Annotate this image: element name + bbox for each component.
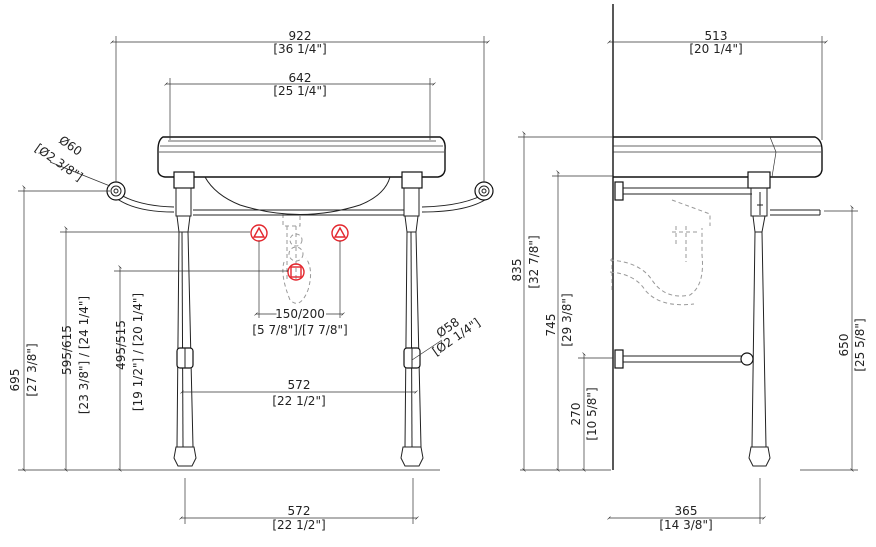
- leg-right: [400, 171, 424, 467]
- trap-marker: [287, 263, 305, 281]
- dim-height-towel-in: [25 5/8"]: [853, 318, 867, 371]
- dim-supply-spacing: 150/200: [275, 307, 325, 321]
- dim-height-total: 695: [8, 369, 22, 392]
- dim-leg-centers: 572: [288, 378, 311, 392]
- dim-depth: 513: [705, 29, 728, 43]
- dim-overall-width-in: [36 1/4"]: [273, 42, 326, 56]
- dim-height-trap: 495/515: [114, 320, 128, 370]
- dim-height-underside-in: [29 3/8"]: [560, 293, 574, 346]
- dim-height-towel: 650: [837, 334, 851, 357]
- front-elevation: 922 [36 1/4"] 642 [25 1/4"] Ø60 [Ø2 3/8"…: [8, 29, 494, 532]
- front-dimensions: 922 [36 1/4"] 642 [25 1/4"] Ø60 [Ø2 3/8"…: [8, 29, 490, 532]
- dim-depth-in: [20 1/4"]: [689, 42, 742, 56]
- towel-rails-front: [106, 181, 494, 216]
- side-elevation: 513 [20 1/4"] 835 [32 7/8"] 745 [29 3/8"…: [510, 4, 867, 532]
- dim-leg-depth: 365: [675, 504, 698, 518]
- dim-leg-centers-in: [22 1/2"]: [272, 394, 325, 408]
- dim-height-trap-in: [19 1/2"] / [20 1/4"]: [131, 293, 145, 411]
- dim-base-width-in: [22 1/2"]: [272, 518, 325, 532]
- dim-height-rim-in: [32 7/8"]: [527, 235, 541, 288]
- towel-rail-side: [614, 181, 821, 369]
- dim-basin-width-in: [25 1/4"]: [273, 84, 326, 98]
- basin-side: [609, 136, 823, 306]
- dim-height-drain: 595/615: [60, 325, 74, 375]
- dim-base-width: 572: [288, 504, 311, 518]
- supply-markers: [250, 224, 349, 281]
- dim-height-total-in: [27 3/8"]: [25, 343, 39, 396]
- dim-height-shelf-in: [10 5/8"]: [585, 387, 599, 440]
- dim-height-underside: 745: [544, 314, 558, 337]
- side-dimensions: 513 [20 1/4"] 835 [32 7/8"] 745 [29 3/8"…: [510, 29, 867, 532]
- dim-overall-width: 922: [289, 29, 312, 43]
- dim-supply-spacing-in: [5 7/8"]/[7 7/8"]: [252, 323, 347, 337]
- leg-left: [173, 171, 197, 467]
- leg-side: [747, 171, 771, 467]
- dim-height-drain-in: [23 3/8"] / [24 1/4"]: [77, 296, 91, 414]
- dim-basin-width: 642: [289, 71, 312, 85]
- dim-height-rim: 835: [510, 259, 524, 282]
- dim-height-shelf: 270: [569, 403, 583, 426]
- dim-leg-depth-in: [14 3/8"]: [659, 518, 712, 532]
